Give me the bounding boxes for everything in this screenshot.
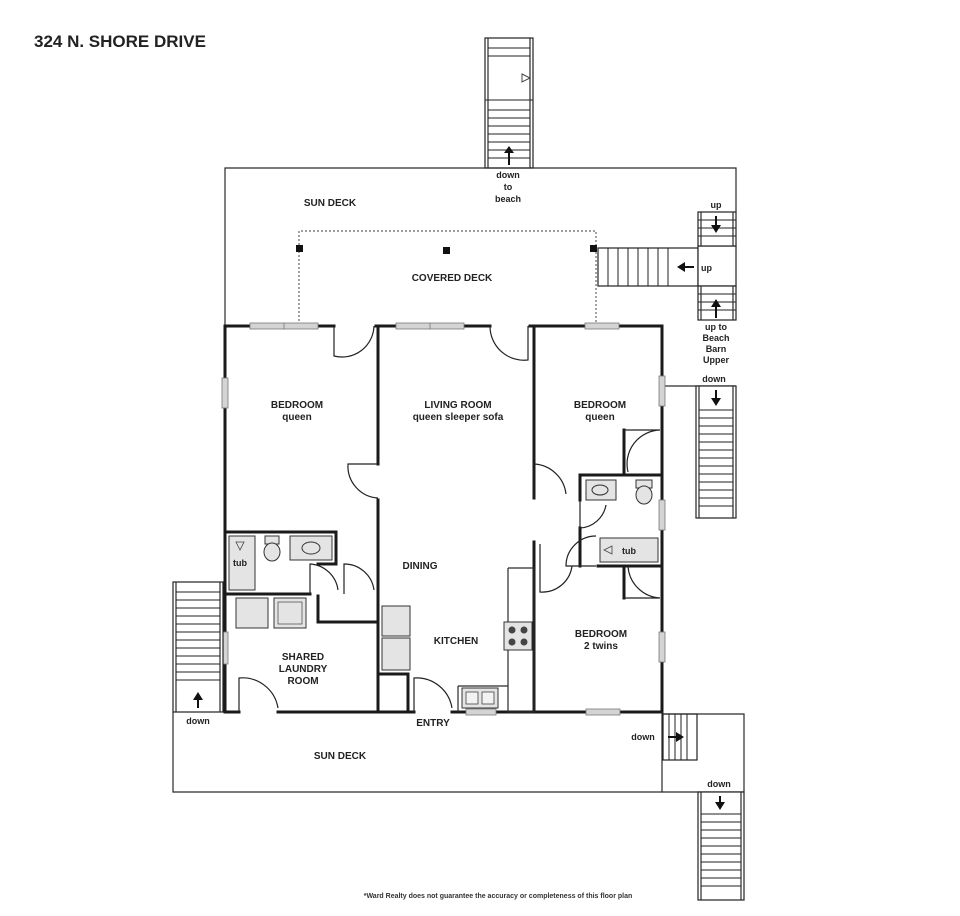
post-marker: [443, 247, 450, 254]
arrow-right-icon: [676, 732, 684, 742]
stair-label-down: down: [496, 170, 520, 180]
arrow-down-icon: [715, 802, 725, 810]
door: [539, 544, 573, 593]
bathtub: [599, 537, 659, 563]
kitchen-label: KITCHEN: [434, 636, 478, 647]
bedroom-twins-name: BEDROOM: [575, 629, 627, 640]
window: [465, 708, 497, 716]
stairs-left-down: [172, 581, 224, 713]
covered-deck-outline: [298, 230, 597, 325]
toilet-icon: [263, 535, 281, 562]
laundry-line3: ROOM: [287, 676, 318, 687]
door: [489, 325, 529, 361]
stair-label-to: to: [504, 182, 513, 192]
door: [347, 463, 379, 499]
stair-label-upper: Upper: [703, 355, 730, 365]
faucet-icon: [235, 541, 245, 551]
disclaimer: *Ward Realty does not guarantee the accu…: [364, 893, 633, 900]
door: [624, 565, 661, 599]
arrow-up-icon: [193, 692, 203, 700]
tub-right-label: tub: [622, 546, 636, 556]
sun-deck-top-label: SUN DECK: [304, 198, 357, 209]
stairs-far-bottom: [697, 791, 745, 901]
stairs-right-upper: [597, 211, 737, 321]
living-room-bed: queen sleeper sofa: [413, 412, 504, 423]
sun-deck-top-outline: [224, 167, 737, 325]
door: [309, 563, 339, 594]
refrigerator: [381, 605, 411, 637]
stairs-bottom-right: [662, 713, 698, 761]
door: [343, 563, 375, 594]
bedroom-right-name: BEDROOM: [574, 400, 626, 411]
counter: [507, 567, 535, 713]
stairs-to-beach: [484, 37, 534, 169]
covered-deck-label: COVERED DECK: [412, 273, 493, 284]
laundry-line1: SHARED: [282, 652, 324, 663]
door: [333, 325, 375, 358]
post-marker: [590, 245, 597, 252]
stair-label-up-mid: up: [701, 263, 712, 273]
bathtub: [228, 535, 256, 591]
bedroom-twins-bed: 2 twins: [584, 641, 618, 652]
stair-label-up-top: up: [711, 200, 722, 210]
bedroom-left-bed: queen: [282, 412, 311, 423]
arrow-up-icon: [711, 299, 721, 307]
window: [585, 708, 621, 716]
sun-deck-bottom-outline: [172, 712, 663, 793]
door: [579, 500, 607, 529]
pantry: [381, 637, 411, 671]
window: [658, 631, 666, 663]
door: [413, 677, 453, 712]
arrow-left-icon: [677, 262, 685, 272]
faucet-icon: [603, 545, 613, 555]
tub-left-label: tub: [233, 558, 247, 568]
arrow-down-icon: [711, 225, 721, 233]
washer-icon: [235, 597, 269, 629]
stair-label-down-bottom: down: [631, 732, 655, 742]
bedroom-left-name: BEDROOM: [271, 400, 323, 411]
living-room-name: LIVING ROOM: [424, 400, 491, 411]
stair-label-up-to: up to: [705, 322, 727, 332]
window: [221, 377, 229, 409]
post-marker: [296, 245, 303, 252]
door: [565, 535, 597, 567]
toilet-icon: [635, 479, 653, 505]
dryer-icon: [273, 597, 307, 629]
sun-deck-bottom-label: SUN DECK: [314, 751, 367, 762]
gate-icon: [521, 73, 532, 83]
stair-label-barn: Barn: [706, 344, 727, 354]
dining-label: DINING: [403, 561, 438, 572]
entry-label: ENTRY: [416, 718, 450, 729]
stairs-right-down: [695, 385, 737, 519]
arrow-up-icon: [504, 146, 514, 153]
plan-title: 324 N. SHORE DRIVE: [34, 32, 206, 51]
stair-label-beach: beach: [495, 194, 521, 204]
window: [658, 375, 666, 407]
door: [533, 463, 567, 498]
stove-icon: [503, 621, 533, 651]
kitchen-sink-icon: [461, 687, 499, 709]
window: [584, 322, 620, 330]
laundry-line2: LAUNDRY: [279, 664, 328, 675]
sink-basin-icon: [301, 541, 321, 555]
arrow-down-icon: [711, 398, 721, 406]
door: [624, 429, 661, 473]
window: [658, 499, 666, 531]
door: [238, 677, 279, 712]
stair-label-down-right: down: [702, 374, 726, 384]
stair-label-down-left: down: [186, 716, 210, 726]
stair-label-beach-2: Beach: [702, 333, 729, 343]
stair-label-down-far: down: [707, 779, 731, 789]
sink-basin-icon: [591, 484, 609, 496]
bedroom-right-bed: queen: [585, 412, 614, 423]
